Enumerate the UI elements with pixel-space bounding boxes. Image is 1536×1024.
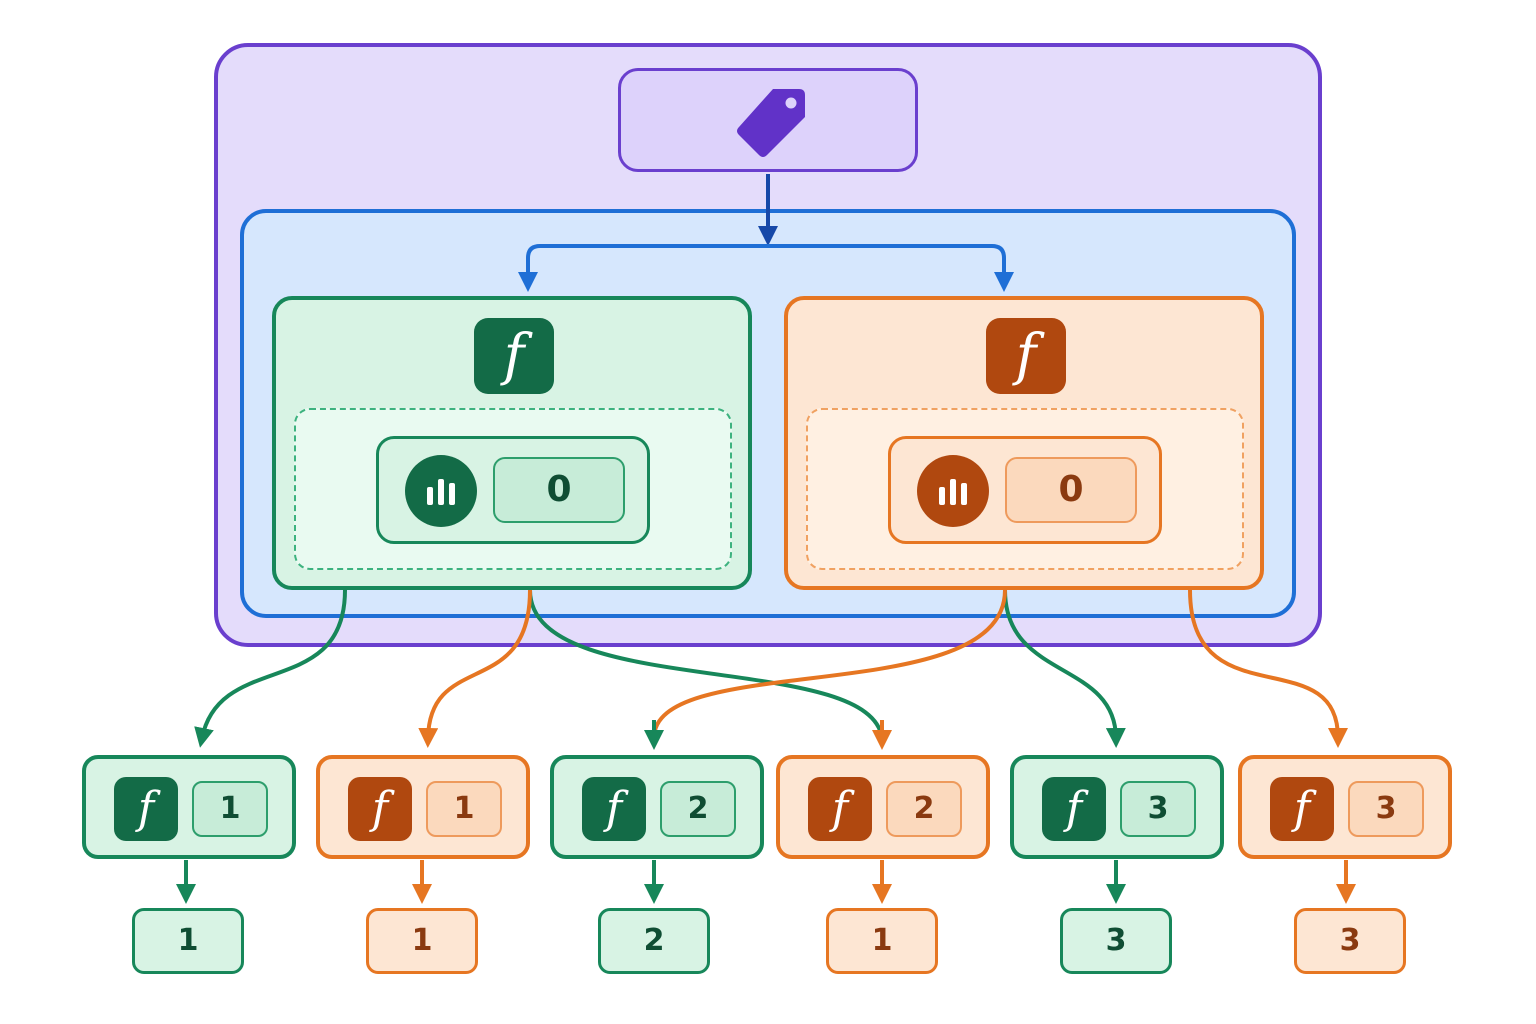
- function-icon: f: [986, 318, 1066, 394]
- instance-card-orange[interactable]: f 0: [784, 296, 1264, 590]
- function-icon: f: [1042, 777, 1106, 841]
- call-argument: 2: [660, 781, 736, 837]
- call-argument: 3: [1348, 781, 1424, 837]
- bar-chart-icon: [917, 455, 989, 527]
- function-icon: f: [808, 777, 872, 841]
- call-box[interactable]: f 3: [1238, 755, 1452, 859]
- tag-icon: [737, 89, 805, 157]
- call-box[interactable]: f 1: [316, 755, 530, 859]
- call-argument: 1: [426, 781, 502, 837]
- call-argument: 1: [192, 781, 268, 837]
- function-icon: f: [348, 777, 412, 841]
- state-box: 0: [888, 436, 1162, 544]
- call-result: 1: [132, 908, 244, 974]
- call-box[interactable]: f 2: [776, 755, 990, 859]
- call-argument: 2: [886, 781, 962, 837]
- tag-node[interactable]: [618, 68, 918, 172]
- call-box[interactable]: f 3: [1010, 755, 1224, 859]
- call-result: 1: [826, 908, 938, 974]
- closure-region: 0: [294, 408, 732, 570]
- state-box: 0: [376, 436, 650, 544]
- call-box[interactable]: f 2: [550, 755, 764, 859]
- bar-chart-icon: [405, 455, 477, 527]
- state-value: 0: [1005, 457, 1137, 523]
- call-result: 3: [1060, 908, 1172, 974]
- call-argument: 3: [1120, 781, 1196, 837]
- state-value: 0: [493, 457, 625, 523]
- call-result: 3: [1294, 908, 1406, 974]
- call-box[interactable]: f 1: [82, 755, 296, 859]
- call-result: 1: [366, 908, 478, 974]
- call-result: 2: [598, 908, 710, 974]
- closure-region: 0: [806, 408, 1244, 570]
- function-icon: f: [114, 777, 178, 841]
- instance-card-green[interactable]: f 0: [272, 296, 752, 590]
- function-icon: f: [1270, 777, 1334, 841]
- function-icon: f: [582, 777, 646, 841]
- function-icon: f: [474, 318, 554, 394]
